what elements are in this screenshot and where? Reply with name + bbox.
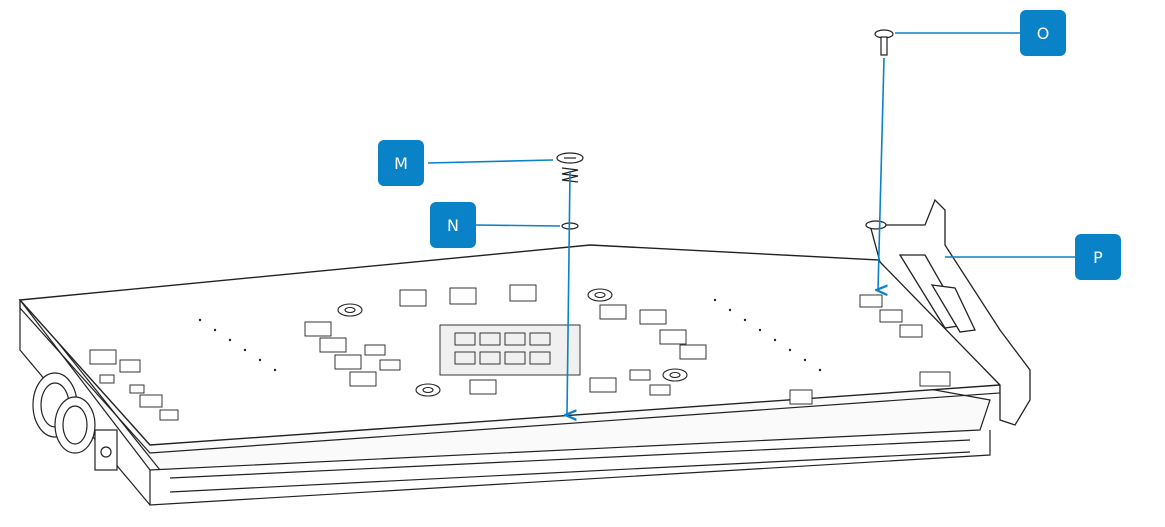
component-cluster-mid-right bbox=[599, 304, 707, 396]
component-cluster-top bbox=[399, 284, 537, 307]
io-bracket bbox=[865, 198, 1031, 426]
assembly-lines bbox=[427, 32, 1075, 415]
component-cluster-left bbox=[89, 349, 179, 421]
callout-label-m: M bbox=[378, 140, 424, 186]
board-components bbox=[89, 284, 951, 421]
screw-o bbox=[874, 29, 894, 56]
component-cluster-mid-left bbox=[304, 321, 401, 387]
board-mounting-screws bbox=[337, 288, 688, 397]
callout-label-o: O bbox=[1020, 10, 1066, 56]
callout-label-p: P bbox=[1075, 234, 1121, 280]
gpu-core-area bbox=[439, 324, 581, 376]
component-cluster-right bbox=[859, 294, 951, 387]
io-connectors bbox=[32, 372, 118, 471]
passive-components bbox=[198, 298, 822, 372]
component-cluster-bottom bbox=[469, 377, 813, 405]
callout-label-n: N bbox=[430, 202, 476, 248]
